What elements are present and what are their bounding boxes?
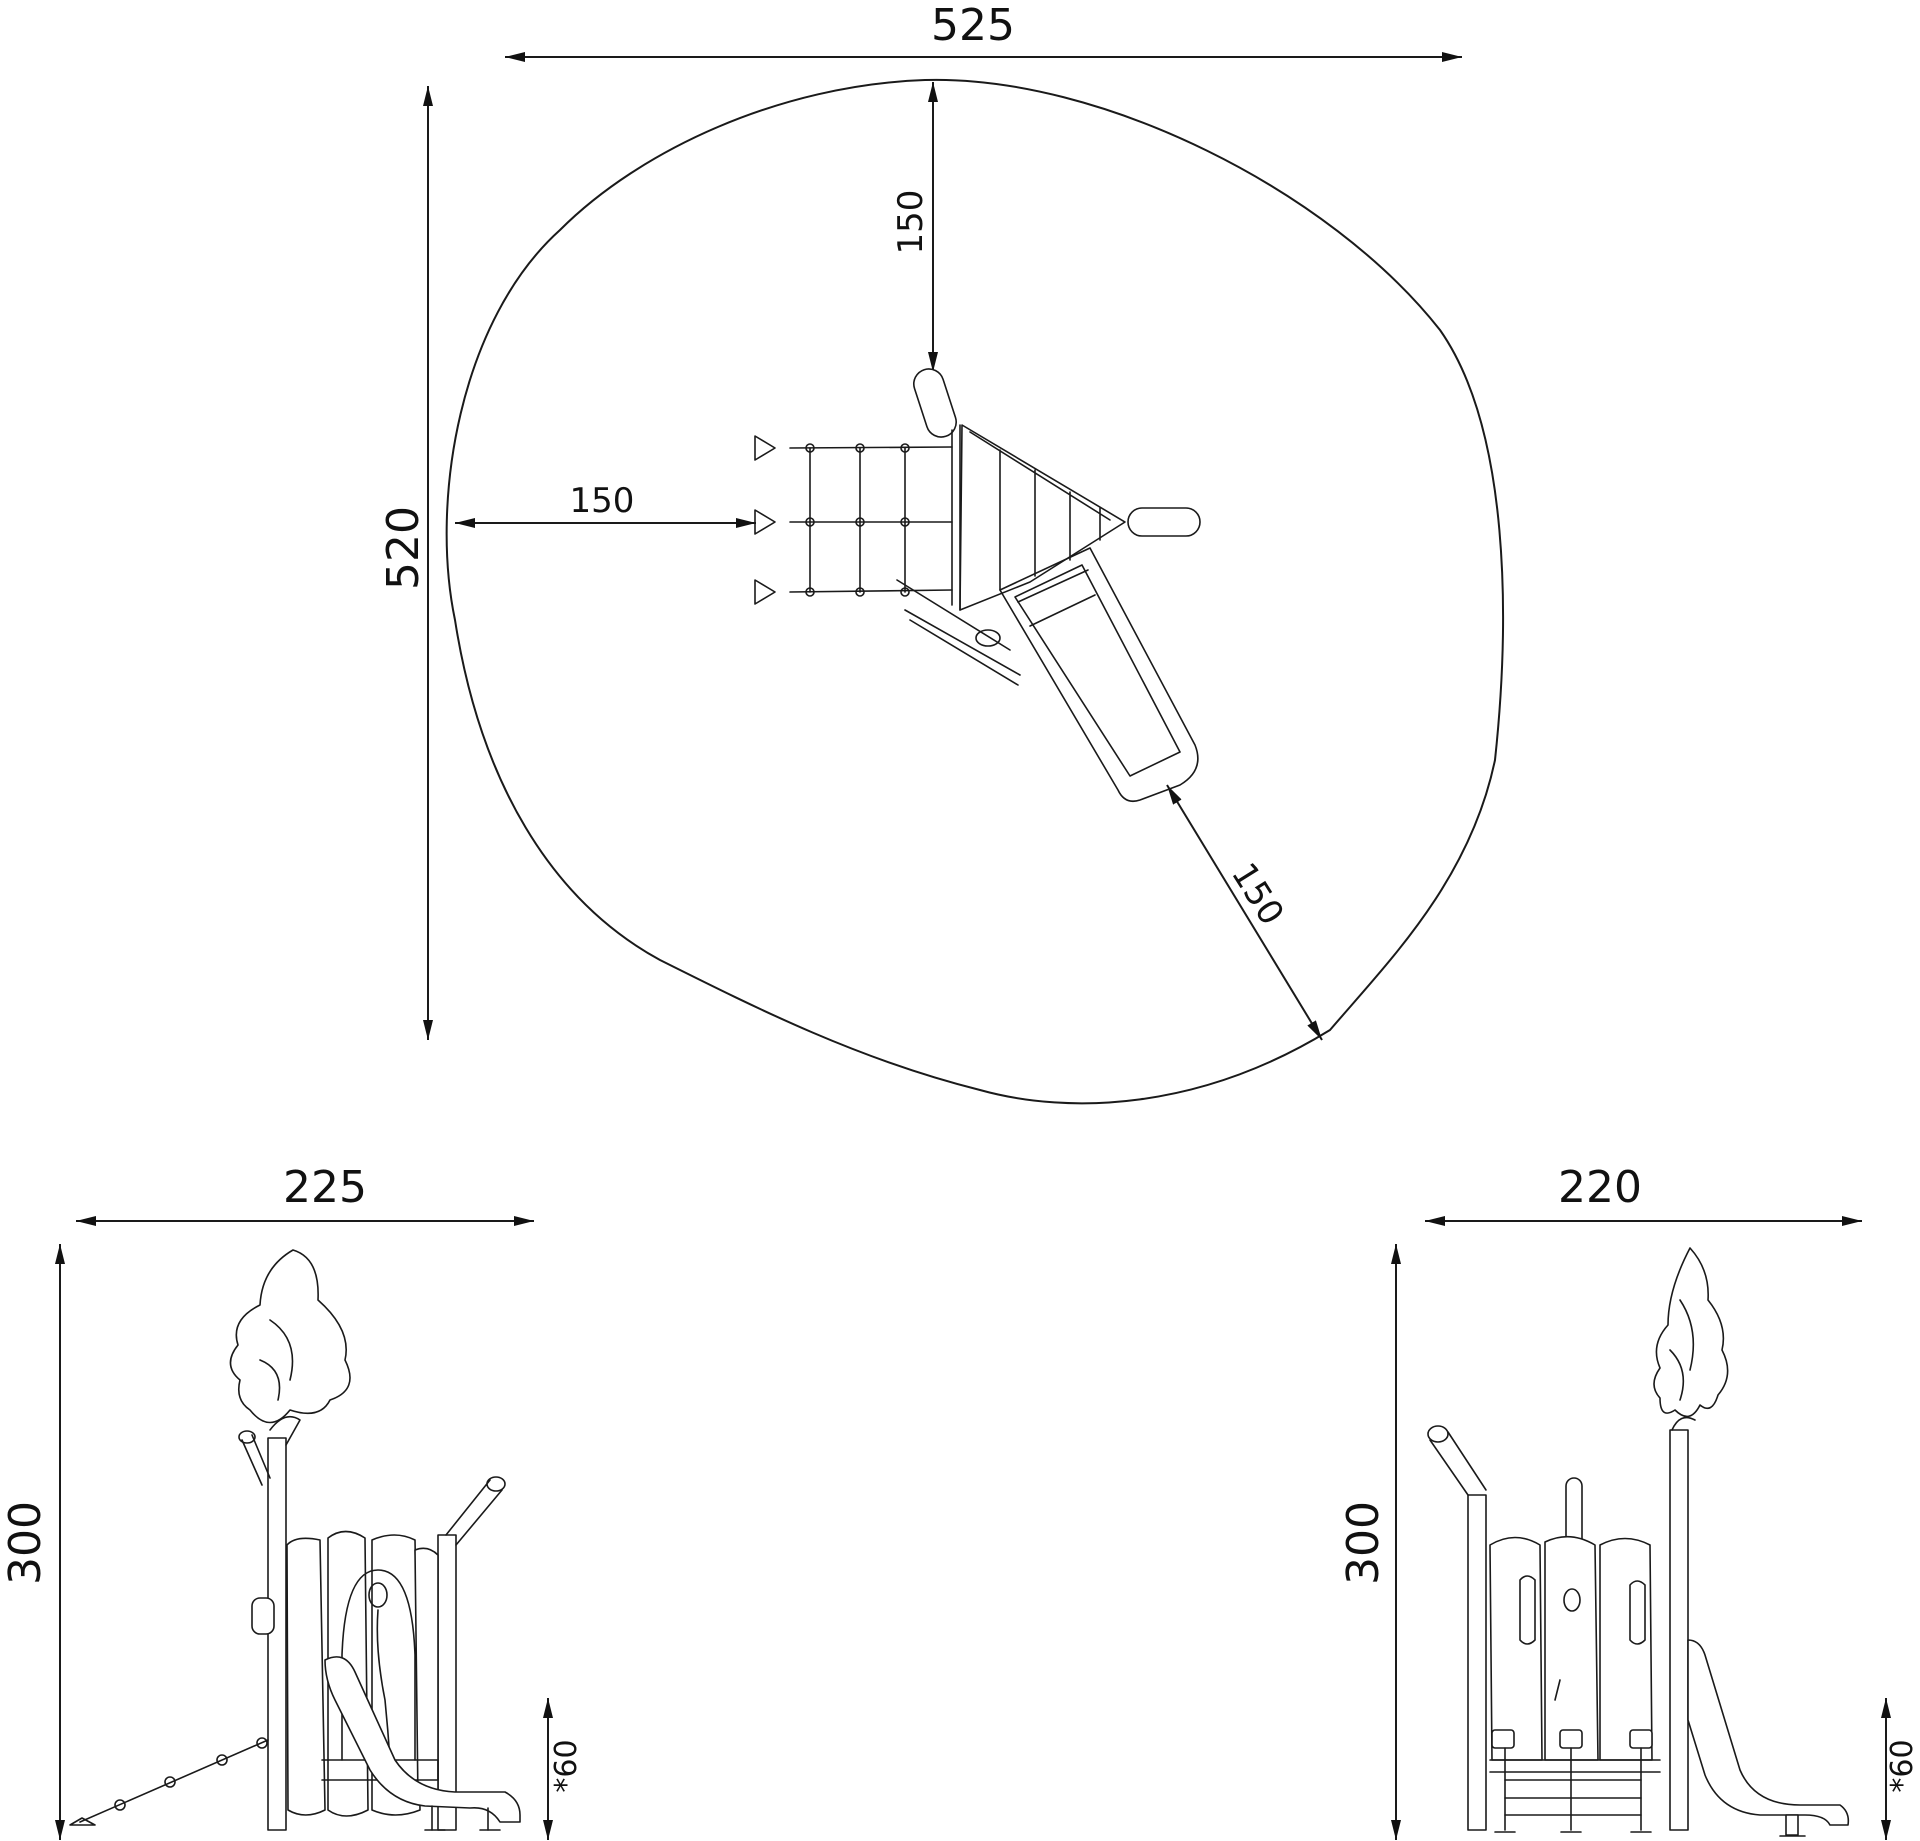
plan-equipment (754, 368, 1201, 803)
front-width-label: 220 (1558, 1162, 1642, 1213)
plan-width-label: 525 (931, 0, 1015, 51)
plan-view: 525 520 150 150 150 (378, 0, 1504, 1105)
front-view: 220 300 *60 (1338, 1162, 1920, 1840)
plan-top-clearance-label: 150 (891, 190, 931, 255)
safety-zone-outline (445, 78, 1504, 1105)
side-width-label: 225 (283, 1162, 367, 1213)
side-height-label: 300 (0, 1501, 51, 1585)
front-height-label: 300 (1338, 1501, 1389, 1585)
plan-height-label: 520 (378, 506, 429, 590)
plan-left-clearance-label: 150 (570, 481, 635, 521)
plan-diagonal-clearance-line (1166, 784, 1323, 1041)
side-equipment (69, 1249, 521, 1831)
front-equipment (1427, 1247, 1850, 1837)
side-view: 225 300 *60 (0, 1162, 584, 1840)
side-depth-label: *60 (549, 1739, 584, 1792)
front-depth-label: *60 (1885, 1739, 1920, 1792)
